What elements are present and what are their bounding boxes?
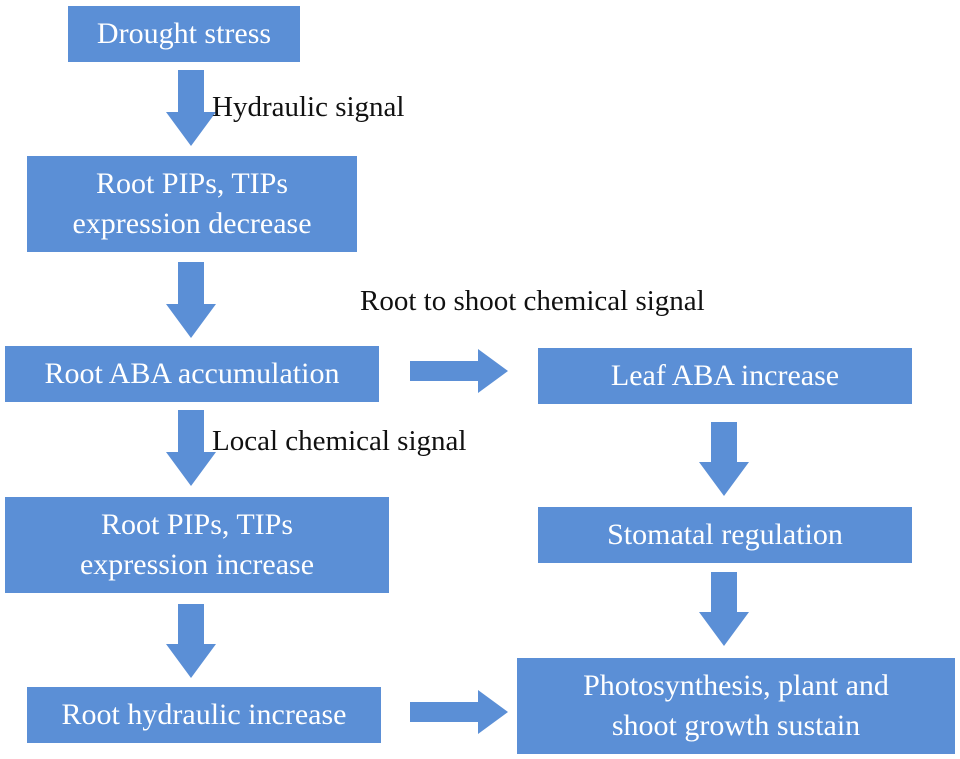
arrow-stomatal-to-photosynthesis [699,572,749,646]
node-photosynthesis-line2: shoot growth sustain [611,709,861,742]
node-photosynthesis-line1: Photosynthesis, plant and [583,669,889,702]
node-pips-increase-line2: expression increase [79,548,315,581]
node-root-aba: Root ABA accumulation [5,346,379,402]
arrow-root-aba-to-leaf-aba [410,349,508,393]
node-drought-stress: Drought stress [68,6,300,62]
node-drought-stress-text: Drought stress [96,17,272,50]
node-stomatal-regulation: Stomatal regulation [538,507,912,563]
node-pips-increase: Root PIPs, TIPs expression increase [5,497,389,593]
arrow-leaf-aba-to-stomatal [699,422,749,496]
node-stomatal-regulation-text: Stomatal regulation [607,518,843,551]
arrow-root-aba-to-pips-increase [166,410,216,486]
node-photosynthesis: Photosynthesis, plant and shoot growth s… [517,658,955,754]
node-leaf-aba-text: Leaf ABA increase [610,359,840,392]
arrow-drought-to-pips-decrease [166,70,216,146]
arrow-root-hydraulic-to-photosynthesis [410,690,508,734]
label-local-chemical-signal: Local chemical signal [212,425,467,457]
label-hydraulic-signal: Hydraulic signal [212,91,405,123]
node-leaf-aba: Leaf ABA increase [538,348,912,404]
node-pips-increase-line1: Root PIPs, TIPs [100,508,293,541]
node-pips-decrease-line2: expression decrease [72,207,312,240]
label-root-to-shoot-signal: Root to shoot chemical signal [360,285,705,317]
arrow-pips-decrease-to-root-aba [166,262,216,338]
node-pips-decrease: Root PIPs, TIPs expression decrease [27,156,357,252]
node-pips-decrease-line1: Root PIPs, TIPs [95,167,288,200]
node-root-hydraulic-text: Root hydraulic increase [61,698,347,731]
arrow-pips-increase-to-root-hydraulic [166,604,216,678]
node-root-aba-text: Root ABA accumulation [44,357,340,390]
node-root-hydraulic: Root hydraulic increase [27,687,381,743]
